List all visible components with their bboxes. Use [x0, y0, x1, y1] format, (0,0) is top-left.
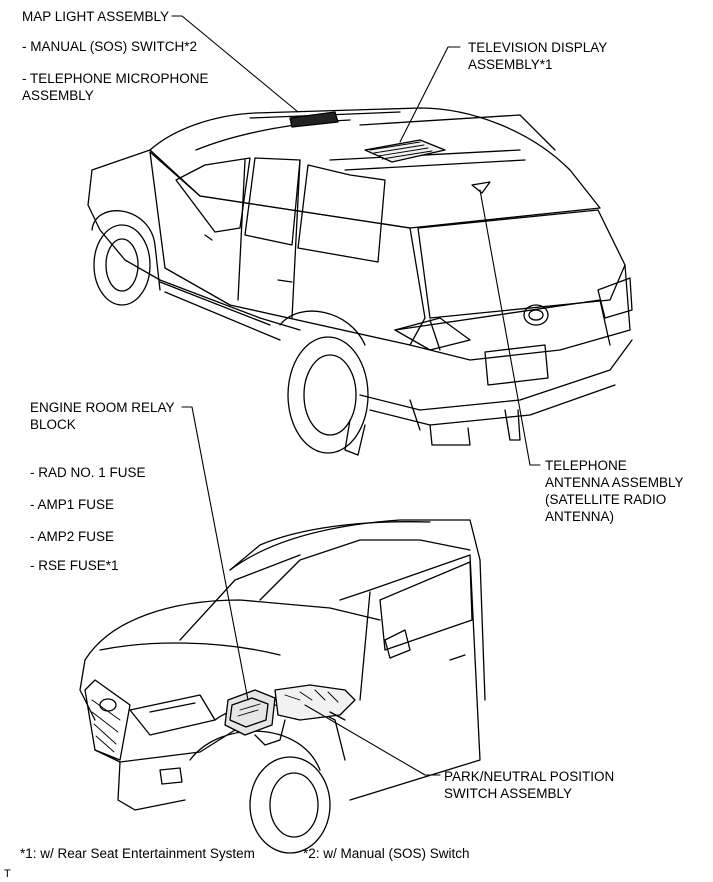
front-vehicle-drawing: [79, 519, 486, 854]
leader-tel-antenna: [479, 189, 541, 466]
footnote-sos: *2: w/ Manual (SOS) Switch: [303, 846, 470, 861]
leader-lines: [171, 15, 541, 776]
leader-park-switch: [304, 704, 441, 776]
label-rad-fuse: - RAD NO. 1 FUSE: [30, 465, 146, 480]
label-amp1-fuse: - AMP1 FUSE: [30, 497, 115, 512]
footnote-rse: *1: w/ Rear Seat Entertainment System: [20, 846, 255, 861]
label-telephone-antenna: TELEPHONE ANTENNA ASSEMBLY (SATELLITE RA…: [545, 458, 684, 524]
leader-engine-relay: [181, 406, 249, 701]
leader-tv-display: [399, 46, 461, 143]
label-telephone-microphone: - TELEPHONE MICROPHONE ASSEMBLY: [22, 71, 209, 103]
corner-mark: T: [4, 868, 11, 880]
label-amp2-fuse: - AMP2 FUSE: [30, 529, 115, 544]
label-rse-fuse: - RSE FUSE*1: [30, 558, 119, 573]
rear-vehicle-drawing: [87, 107, 633, 456]
label-manual-sos-switch: - MANUAL (SOS) SWITCH*2: [22, 39, 198, 54]
label-map-light-assembly: MAP LIGHT ASSEMBLY: [22, 9, 170, 24]
leader-map-light: [171, 15, 299, 113]
label-engine-room-relay-block: ENGINE ROOM RELAY BLOCK: [30, 400, 175, 432]
label-park-neutral-switch: PARK/NEUTRAL POSITION SWITCH ASSEMBLY: [444, 769, 615, 801]
label-television-display: TELEVISION DISPLAY ASSEMBLY*1: [468, 40, 608, 72]
